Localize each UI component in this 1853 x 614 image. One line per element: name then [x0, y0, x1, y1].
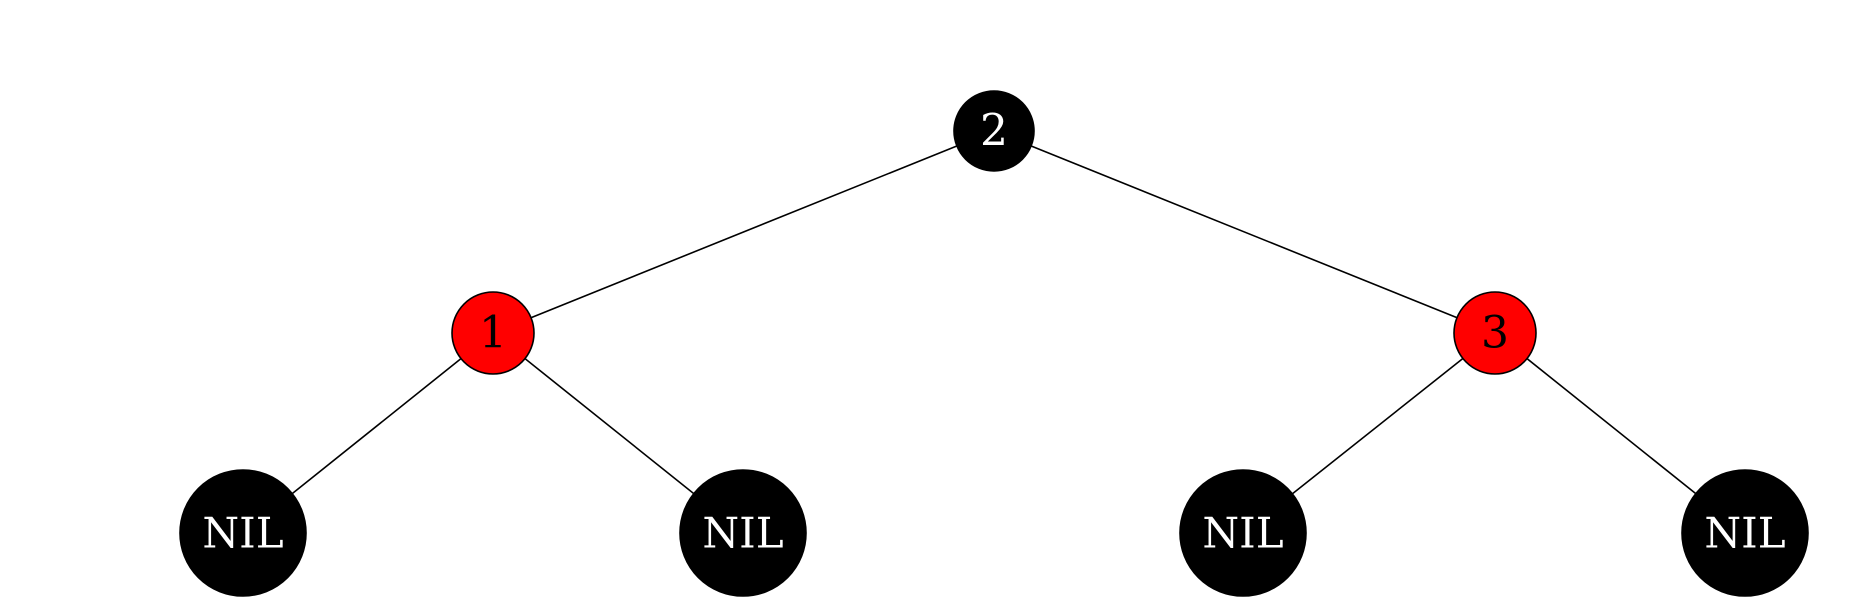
node-2-label: 2 [980, 106, 1008, 157]
tree-node-2: 2 [953, 90, 1035, 172]
tree-node-nil: NIL [179, 469, 307, 597]
node-1-label: 1 [479, 308, 507, 359]
nil-node-label: NIL [1704, 509, 1785, 558]
tree-node-1: 1 [451, 291, 535, 375]
tree-node-nil: NIL [1179, 469, 1307, 597]
nil-node-circle [179, 469, 307, 597]
nil-node-label: NIL [1202, 509, 1283, 558]
node-3-label: 3 [1481, 308, 1509, 359]
tree-node-3: 3 [1453, 291, 1537, 375]
node-2-circle [953, 90, 1035, 172]
nil-node-circle [679, 469, 807, 597]
edge-2-1 [492, 130, 995, 334]
edge-2-3 [993, 130, 1496, 334]
nil-node-label: NIL [202, 509, 283, 558]
nil-node-circle [1179, 469, 1307, 597]
tree-node-nil: NIL [679, 469, 807, 597]
node-1-circle [451, 291, 535, 375]
tree-node-nil: NIL [1681, 469, 1809, 597]
nil-node-circle [1681, 469, 1809, 597]
tree-edges [242, 130, 1746, 534]
nil-node-label: NIL [702, 509, 783, 558]
node-3-circle [1453, 291, 1537, 375]
